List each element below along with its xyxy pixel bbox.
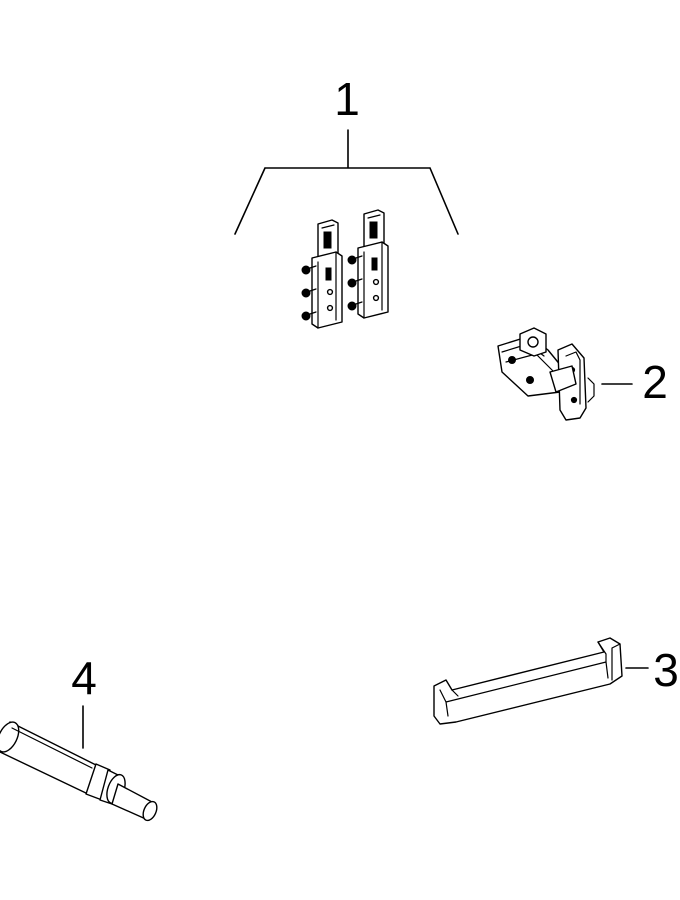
callout-3-number: 3 — [653, 644, 679, 696]
handle — [433, 637, 623, 725]
callout-4-number: 4 — [71, 652, 97, 704]
callout-2-number: 2 — [642, 356, 668, 408]
callout-2: 2 — [601, 356, 668, 408]
callout-1-number: 1 — [334, 73, 360, 125]
push-to-open-damper — [0, 721, 158, 822]
callout-1: 1 — [234, 73, 459, 235]
mounting-bracket-left — [301, 219, 343, 329]
callout-4: 4 — [71, 652, 97, 749]
callout-1-leader — [234, 129, 459, 235]
cabinet-hinge — [497, 327, 595, 421]
callout-3: 3 — [625, 644, 679, 696]
mounting-bracket-right — [347, 209, 389, 319]
